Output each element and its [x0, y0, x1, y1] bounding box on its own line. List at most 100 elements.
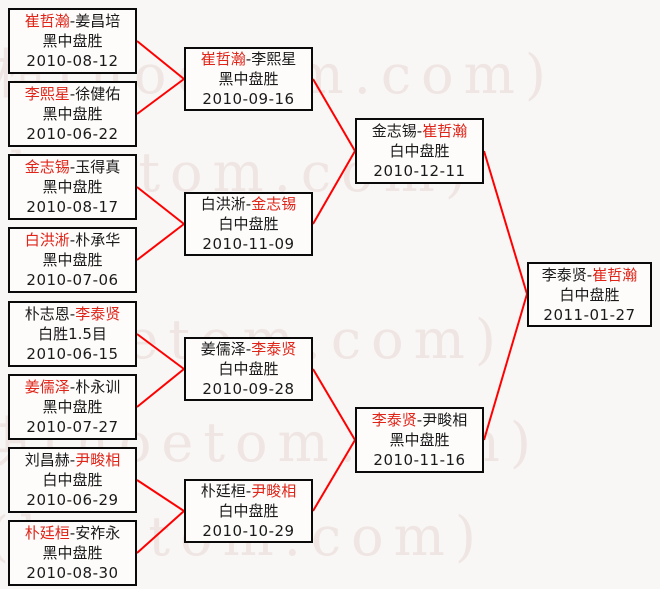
match-players: 姜儒泽-朴永训: [25, 377, 120, 397]
player-name: 李泰贤: [541, 265, 587, 284]
match-date: 2010-06-15: [26, 345, 119, 363]
match-date: 2010-08-12: [26, 52, 119, 70]
match-date: 2010-09-16: [202, 90, 295, 108]
match-box-semifinal-1: 金志锡-崔哲瀚 白中盘胜 2010-12-11: [355, 118, 484, 184]
players-separator: -: [416, 122, 423, 140]
connector-line: [483, 150, 528, 295]
player-name: 朴廷桓: [24, 524, 70, 542]
match-players: 崔哲瀚-李熙星: [201, 49, 296, 69]
match-box-round2-4: 朴廷桓-尹畯相 白中盘胜 2010-10-29: [184, 479, 313, 543]
connector-line: [483, 293, 528, 441]
match-result: 黑中盘胜: [42, 544, 103, 562]
connector-lines: [136, 40, 528, 554]
match-result: 白中盘胜: [389, 142, 450, 160]
match-players: 白洪淅-金志锡: [201, 194, 296, 214]
match-box-final: 李泰贤-崔哲瀚 白中盘胜 2011-01-27: [527, 262, 652, 327]
match-result: 黑中盘胜: [42, 178, 103, 196]
match-date: 2010-10-29: [202, 522, 295, 540]
player-name: 姜昌培: [75, 12, 121, 30]
player-name: 朴承华: [75, 231, 121, 249]
player-name: 尹畯相: [422, 411, 468, 429]
match-box-semifinal-2: 李泰贤-尹畯相 黑中盘胜 2010-11-16: [355, 407, 484, 473]
connector-line: [136, 223, 185, 261]
connector-line: [136, 78, 185, 115]
player-name: 崔哲瀚: [200, 50, 246, 68]
match-players: 朴志恩-李泰贤: [25, 304, 120, 324]
players-separator: -: [69, 85, 76, 103]
player-name: 姜儒泽: [24, 378, 70, 396]
match-result: 白中盘胜: [218, 502, 279, 520]
match-players: 李熙星-徐健佑: [25, 84, 120, 104]
match-result: 黑中盘胜: [42, 251, 103, 269]
connector-line: [136, 333, 185, 370]
match-date: 2011-01-27: [543, 305, 636, 324]
match-box-round1-7: 刘昌赫-尹畯相 白中盘胜 2010-06-29: [8, 447, 137, 513]
player-name: 金志锡: [24, 158, 70, 176]
match-box-round1-2: 李熙星-徐健佑 黑中盘胜 2010-06-22: [8, 81, 137, 147]
match-players: 金志锡-玉得真: [25, 157, 120, 177]
match-result: 白中盘胜: [218, 360, 279, 378]
match-result: 白胜1.5目: [38, 325, 107, 343]
match-date: 2010-12-11: [373, 162, 466, 180]
match-box-round2-3: 姜儒泽-李泰贤 白中盘胜 2010-09-28: [184, 337, 313, 401]
player-name: 金志锡: [251, 195, 297, 213]
match-box-round2-1: 崔哲瀚-李熙星 黑中盘胜 2010-09-16: [184, 47, 313, 111]
player-name: 李泰贤: [75, 305, 121, 323]
players-separator: -: [69, 158, 76, 176]
players-separator: -: [245, 50, 252, 68]
player-name: 尹畯相: [251, 482, 297, 500]
match-box-round2-2: 白洪淅-金志锡 白中盘胜 2010-11-09: [184, 192, 313, 256]
player-name: 安祚永: [75, 524, 121, 542]
connector-line: [312, 439, 356, 512]
player-name: 朴志恩: [24, 305, 70, 323]
match-date: 2010-08-17: [26, 198, 119, 216]
match-date: 2010-11-16: [373, 451, 466, 469]
match-players: 姜儒泽-李泰贤: [201, 339, 296, 359]
match-date: 2010-06-29: [26, 491, 119, 509]
match-date: 2010-06-22: [26, 125, 119, 143]
players-separator: -: [69, 12, 76, 30]
match-result: 白中盘胜: [559, 285, 620, 304]
match-players: 李泰贤-尹畯相: [372, 410, 467, 430]
player-name: 朴廷桓: [200, 482, 246, 500]
players-separator: -: [245, 195, 252, 213]
match-result: 黑中盘胜: [218, 70, 279, 88]
players-separator: -: [69, 231, 76, 249]
match-players: 刘昌赫-尹畯相: [25, 450, 120, 470]
match-result: 黑中盘胜: [42, 398, 103, 416]
players-separator: -: [69, 378, 76, 396]
match-date: 2010-09-28: [202, 380, 295, 398]
match-date: 2010-08-30: [26, 564, 119, 582]
match-players: 朴廷桓-尹畯相: [201, 481, 296, 501]
player-name: 徐健佑: [75, 85, 121, 103]
player-name: 玉得真: [75, 158, 121, 176]
players-separator: -: [586, 265, 593, 284]
player-name: 尹畯相: [75, 451, 121, 469]
player-name: 崔哲瀚: [592, 265, 638, 284]
player-name: 刘昌赫: [24, 451, 70, 469]
player-name: 李熙星: [24, 85, 70, 103]
match-result: 白中盘胜: [42, 471, 103, 489]
match-result: 黑中盘胜: [42, 105, 103, 123]
player-name: 李泰贤: [251, 340, 297, 358]
player-name: 白洪淅: [200, 195, 246, 213]
players-separator: -: [69, 305, 76, 323]
match-box-round1-1: 崔哲瀚-姜昌培 黑中盘胜 2010-08-12: [8, 8, 137, 74]
match-players: 金志锡-崔哲瀚: [372, 121, 467, 141]
match-players: 白洪淅-朴承华: [25, 230, 120, 250]
match-box-round1-8: 朴廷桓-安祚永 黑中盘胜 2010-08-30: [8, 520, 137, 586]
match-box-round1-5: 朴志恩-李泰贤 白胜1.5目 2010-06-15: [8, 301, 137, 367]
connector-line: [136, 186, 185, 225]
connector-line: [136, 479, 185, 512]
player-name: 白洪淅: [24, 231, 70, 249]
match-date: 2010-07-06: [26, 271, 119, 289]
match-result: 白中盘胜: [218, 215, 279, 233]
player-name: 姜儒泽: [200, 340, 246, 358]
match-result: 黑中盘胜: [42, 32, 103, 50]
match-box-round1-6: 姜儒泽-朴永训 黑中盘胜 2010-07-27: [8, 374, 137, 440]
match-date: 2010-07-27: [26, 418, 119, 436]
match-date: 2010-11-09: [202, 235, 295, 253]
connector-line: [136, 368, 185, 408]
match-box-round1-3: 金志锡-玉得真 黑中盘胜 2010-08-17: [8, 154, 137, 220]
